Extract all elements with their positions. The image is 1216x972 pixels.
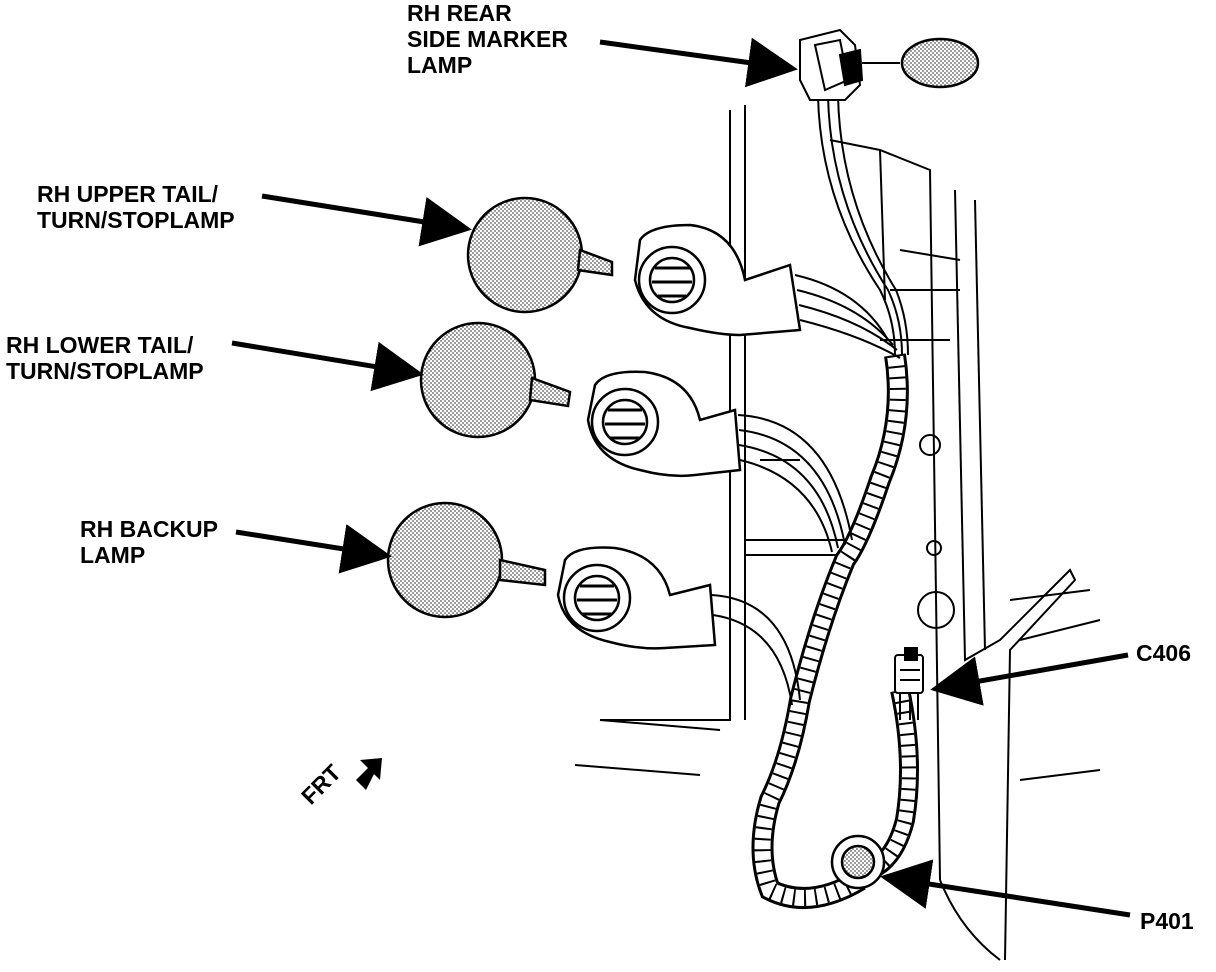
backup-socket [556, 546, 717, 650]
arrow-lower-tail [231, 340, 424, 392]
body-panel [574, 105, 1101, 961]
lower-tail-label-line-1: RH LOWER TAIL/ [6, 332, 194, 358]
arrow-upper-tail [261, 193, 472, 247]
upper-tail-wires [794, 274, 901, 359]
upper-tail-bulb [466, 196, 614, 314]
upper-tail-label-line-2: TURN/STOPLAMP [37, 207, 235, 233]
backup-wires [711, 594, 801, 706]
backup-label-line-2: LAMP [80, 542, 146, 568]
arrow-p401 [880, 859, 1131, 918]
leader-arrows [231, 37, 1131, 918]
upper-tail-socket [633, 223, 802, 337]
side-marker-label-line-3: LAMP [407, 52, 473, 78]
arrow-side-marker [599, 37, 798, 88]
arrow-c406 [930, 652, 1129, 706]
lower-tail-bulb [419, 321, 572, 439]
side-marker-label: RH REAR SIDE MARKER LAMP [407, 0, 568, 78]
p401-label: P401 [1140, 908, 1194, 934]
backup-label: RH BACKUP LAMP [80, 516, 218, 568]
side-marker-wires [817, 94, 909, 356]
upper-tail-label: RH UPPER TAIL/ TURN/STOPLAMP [37, 181, 235, 233]
harness-conduit [751, 353, 919, 909]
lower-tail-label: RH LOWER TAIL/ TURN/STOPLAMP [6, 332, 204, 384]
side-marker-socket [799, 28, 900, 101]
arrow-up-left-icon [356, 758, 382, 790]
side-marker-bulb [900, 37, 980, 89]
arrow-backup [235, 524, 392, 574]
c406-connector [894, 647, 924, 720]
lower-tail-label-line-2: TURN/STOPLAMP [6, 358, 204, 384]
upper-tail-label-line-1: RH UPPER TAIL/ [37, 181, 219, 207]
c406-label: C406 [1136, 640, 1191, 666]
lower-tail-socket [586, 370, 742, 478]
backup-label-line-1: RH BACKUP [80, 516, 218, 542]
side-marker-label-line-2: SIDE MARKER [407, 26, 569, 52]
lower-tail-wires [737, 414, 853, 553]
side-marker-label-line-1: RH REAR [407, 0, 512, 26]
backup-bulb [386, 501, 547, 619]
p401-grommet [830, 834, 886, 890]
